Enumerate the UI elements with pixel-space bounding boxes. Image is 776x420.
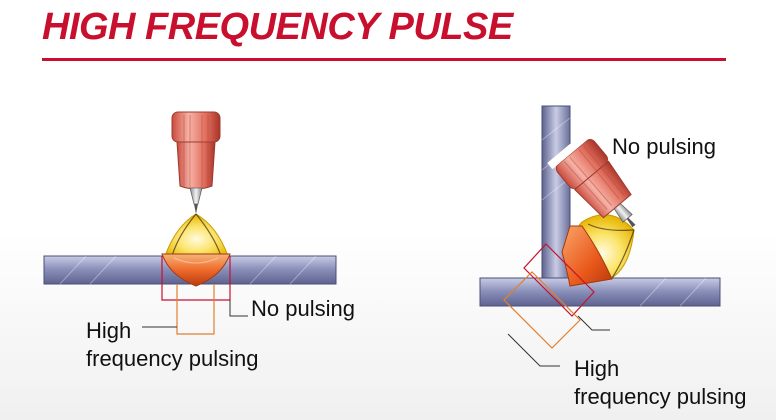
right-base-plate: [479, 277, 721, 307]
right-torch: [547, 129, 636, 228]
right-fillet-weld: [479, 105, 721, 367]
right-high-label: High: [574, 356, 620, 381]
left-torch: [170, 104, 222, 214]
left-hf-pulsing-label: frequency pulsing: [86, 346, 259, 371]
right-hf-pulsing-zone: [503, 271, 581, 349]
left-no-pulsing-zone: [161, 256, 231, 301]
right-hf-pulsing-label: frequency pulsing: [574, 384, 747, 409]
right-hf-leader: [507, 333, 560, 367]
page-title: HIGH FREQUENCY PULSE: [42, 6, 513, 48]
title-underline: [42, 58, 726, 61]
left-hf-pulsing-zone: [176, 284, 215, 335]
right-no-pulsing-label: No pulsing: [612, 134, 716, 159]
right-weld-pool: [561, 225, 613, 287]
left-no-pulsing-leader: [229, 300, 248, 317]
left-weld-pool: [161, 253, 231, 287]
left-no-pulsing-label: No pulsing: [251, 296, 355, 321]
left-butt-weld: [43, 104, 337, 335]
right-no-pulsing-zone: [523, 243, 595, 317]
right-no-pulsing-leader: [577, 315, 610, 331]
left-high-label: High: [86, 318, 132, 343]
